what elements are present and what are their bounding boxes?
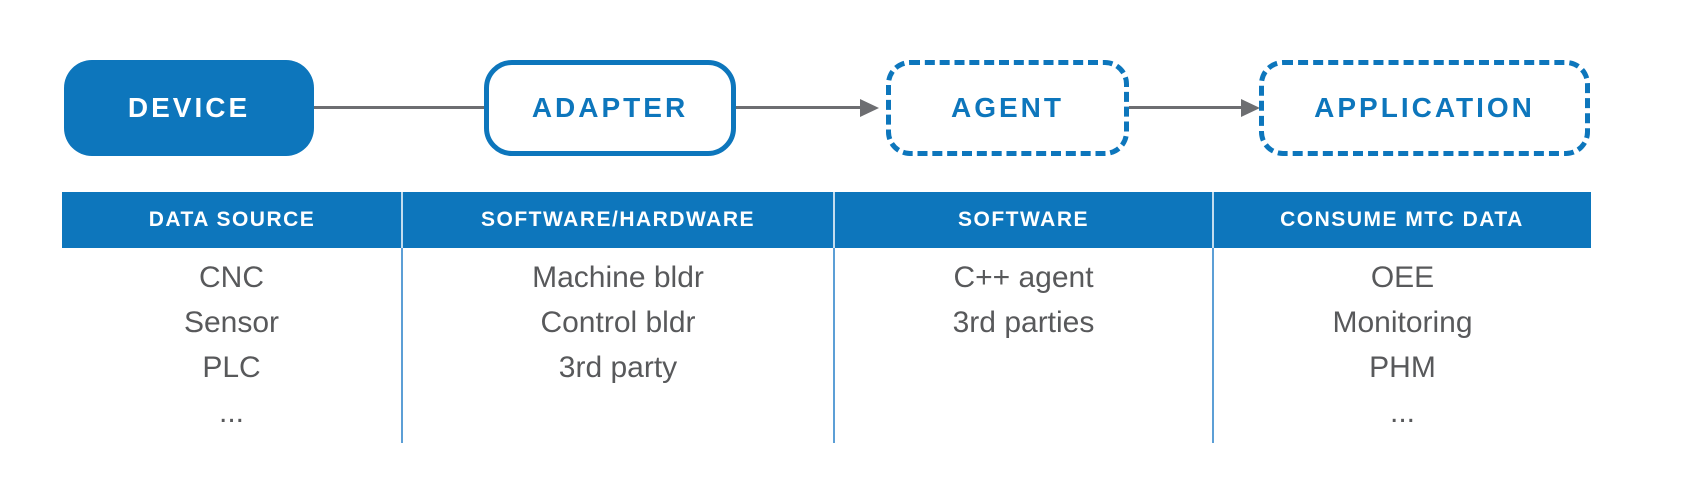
flow-node-agent-label: AGENT (951, 92, 1064, 123)
list-item: ... (1389, 396, 1415, 429)
column-software: C++ agent 3rd parties (835, 248, 1212, 345)
list-item: 3rd party (558, 351, 678, 384)
list-item: Sensor (183, 306, 280, 339)
list-item: PLC (202, 351, 261, 384)
flow-node-adapter: ADAPTER (484, 60, 736, 156)
list-item: ... (218, 396, 244, 429)
flow-node-device: DEVICE (64, 60, 314, 156)
column-header-consume-mtc-data: CONSUME MTC DATA (1280, 208, 1524, 231)
list-item: OEE (1370, 261, 1435, 294)
connector-device-adapter (314, 106, 484, 109)
list-item: Control bldr (540, 306, 696, 339)
list-item: PHM (1369, 351, 1436, 384)
flow-node-device-label: DEVICE (127, 92, 251, 123)
column-data-source: CNC Sensor PLC ... (62, 248, 401, 435)
column-header-data-source: DATA SOURCE (148, 208, 316, 231)
list-item: Machine bldr (532, 261, 704, 294)
arrowhead-icon (860, 99, 879, 117)
list-item: 3rd parties (952, 306, 1095, 339)
column-header-software: SOFTWARE (958, 208, 1089, 231)
connector-agent-application (1129, 106, 1241, 109)
column-divider (401, 192, 403, 443)
column-divider (833, 192, 835, 443)
arrowhead-icon (1241, 99, 1260, 117)
flow-node-application: APPLICATION (1259, 60, 1590, 156)
column-header-software-hardware: SOFTWARE/HARDWARE (481, 208, 755, 231)
list-item: C++ agent (953, 261, 1094, 294)
list-item: Monitoring (1332, 306, 1473, 339)
column-software-hardware: Machine bldr Control bldr 3rd party (403, 248, 833, 390)
flow-node-adapter-label: ADAPTER (531, 92, 689, 123)
flow-node-agent: AGENT (886, 60, 1129, 156)
list-item: CNC (199, 261, 264, 294)
table-header-row: DATA SOURCE SOFTWARE/HARDWARE SOFTWARE C… (62, 192, 1591, 248)
connector-adapter-agent (736, 106, 860, 109)
column-divider (1212, 192, 1214, 443)
column-consume-mtc-data: OEE Monitoring PHM ... (1214, 248, 1591, 435)
flow-node-application-label: APPLICATION (1314, 92, 1535, 123)
